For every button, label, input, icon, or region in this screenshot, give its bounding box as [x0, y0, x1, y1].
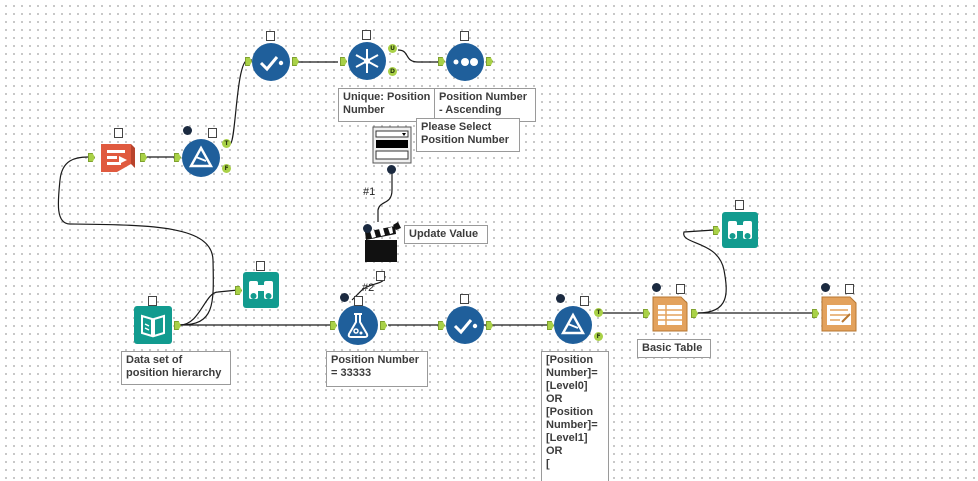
- question-badge: [340, 293, 349, 302]
- lightning-badge: [845, 284, 854, 294]
- output-anchor[interactable]: [691, 309, 698, 318]
- true-anchor[interactable]: T: [594, 308, 603, 317]
- question-badge: [556, 294, 565, 303]
- input-anchor[interactable]: [340, 57, 347, 66]
- dynamic-input-icon: [101, 144, 135, 172]
- output-anchor[interactable]: [380, 321, 387, 330]
- lightning-badge: [208, 128, 217, 138]
- basic-table-tool[interactable]: [651, 295, 689, 333]
- annotation-update-value: Update Value: [404, 225, 488, 244]
- annotation-table: Basic Table: [637, 339, 711, 358]
- checkmark-flow-icon: [453, 319, 478, 335]
- output-anchor[interactable]: [486, 57, 493, 66]
- lightning-badge: [148, 296, 157, 306]
- checkmark-flow-icon: [259, 56, 284, 72]
- lightning-badge: [376, 271, 385, 281]
- duplicate-anchor[interactable]: D: [388, 67, 397, 76]
- lightning-badge: [354, 296, 363, 306]
- formula-tool[interactable]: [338, 305, 378, 345]
- binoculars-icon: [728, 221, 752, 239]
- question-badge: [183, 126, 192, 135]
- filter-tool-mid[interactable]: [554, 306, 592, 344]
- snowflake-icon: [355, 49, 379, 73]
- lightning-badge: [735, 200, 744, 210]
- sort-tool[interactable]: [446, 43, 484, 81]
- false-anchor[interactable]: F: [594, 332, 603, 341]
- output-anchor[interactable]: [174, 321, 181, 330]
- select-tool-mid[interactable]: [446, 306, 484, 344]
- input-anchor[interactable]: [235, 286, 242, 295]
- annotation-filter-mid: [Position Number]= [Level0] OR [Position…: [541, 351, 609, 481]
- true-anchor[interactable]: T: [222, 139, 231, 148]
- browse-tool-left[interactable]: [243, 272, 279, 308]
- input-anchor[interactable]: [88, 153, 95, 162]
- input-data-tool[interactable]: [134, 306, 172, 344]
- update-value-tool[interactable]: [362, 222, 402, 266]
- filter-triangle-icon: [560, 312, 586, 335]
- annotation-sort: Position Number - Ascending: [434, 88, 536, 122]
- question-badge: [821, 283, 830, 292]
- three-dots-flow-icon: [453, 58, 478, 66]
- input-anchor[interactable]: [245, 57, 252, 66]
- output-anchor[interactable]: [292, 57, 299, 66]
- drop-down-tool[interactable]: [372, 126, 412, 164]
- output-anchor[interactable]: [140, 153, 147, 162]
- output-anchor[interactable]: [486, 321, 493, 330]
- dynamic-input-tool[interactable]: [97, 140, 137, 176]
- lightning-badge: [580, 296, 589, 306]
- question-badge: [387, 165, 396, 174]
- select-tool-top[interactable]: [252, 43, 290, 81]
- clapperboard-icon: [365, 222, 401, 262]
- connection-counter-2: #2: [362, 282, 375, 294]
- input-anchor[interactable]: [330, 321, 337, 330]
- render-tool[interactable]: [820, 295, 858, 333]
- browse-tool-right[interactable]: [722, 212, 758, 248]
- annotation-input: Data set of position hierarchy: [121, 351, 231, 385]
- wire-filter-true-to-select[interactable]: [229, 59, 252, 145]
- wire-unique-to-sort[interactable]: [397, 49, 438, 63]
- filter-tool-top[interactable]: [182, 139, 220, 177]
- input-anchor[interactable]: [812, 309, 819, 318]
- connection-counter-1: #1: [363, 186, 376, 198]
- unique-tool[interactable]: [348, 42, 386, 80]
- input-anchor[interactable]: [643, 309, 650, 318]
- input-anchor[interactable]: [438, 321, 445, 330]
- dropdown-interface-icon: [372, 126, 412, 164]
- question-badge: [363, 224, 372, 233]
- flask-icon: [347, 313, 369, 338]
- input-anchor[interactable]: [547, 321, 554, 330]
- lightning-badge: [460, 31, 469, 41]
- unique-anchor[interactable]: U: [388, 44, 397, 53]
- lightning-badge: [676, 284, 685, 294]
- lightning-badge: [114, 128, 123, 138]
- wire-input-to-dynamic[interactable]: [57, 156, 214, 326]
- input-anchor[interactable]: [174, 153, 181, 162]
- binoculars-icon: [249, 281, 273, 299]
- question-badge: [652, 283, 661, 292]
- wire-input-to-browse[interactable]: [179, 289, 239, 326]
- table-icon: [652, 296, 688, 332]
- lightning-badge: [460, 294, 469, 304]
- wire-table-to-browse[interactable]: [683, 229, 727, 314]
- wire-dropdown-to-update[interactable]: [377, 170, 393, 222]
- report-icon: [821, 296, 857, 332]
- lightning-badge: [256, 261, 265, 271]
- input-anchor[interactable]: [713, 226, 720, 235]
- annotation-formula: Position Number = 33333: [326, 351, 428, 387]
- lightning-badge: [362, 30, 371, 40]
- lightning-badge: [266, 31, 275, 41]
- input-anchor[interactable]: [438, 57, 445, 66]
- false-anchor[interactable]: F: [222, 164, 231, 173]
- annotation-unique: Unique: Position Number: [338, 88, 436, 122]
- annotation-drop-down: Please Select Position Number: [416, 118, 520, 152]
- filter-triangle-icon: [188, 145, 214, 168]
- book-input-icon: [141, 314, 165, 338]
